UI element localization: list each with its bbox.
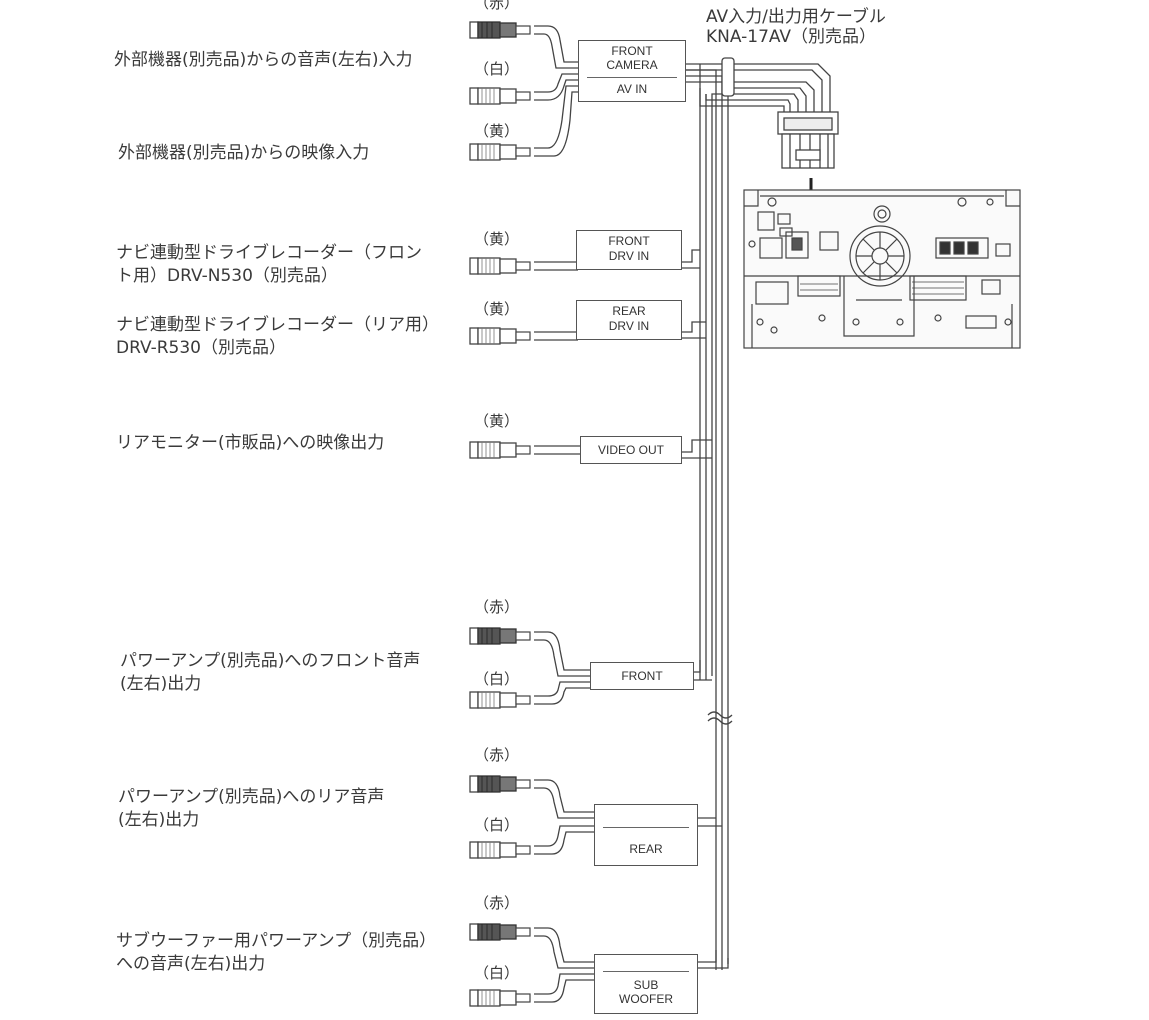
color-label-yellow: （黄） [474, 230, 520, 248]
label-drv-front: ナビ連動型ドライブレコーダー（フロン ト用）DRV-N530（別売品） [116, 242, 422, 288]
label-amp-sub-line-1: サブウーファー用パワーアンプ（別売品） [116, 931, 437, 951]
color-label-white: （白） [474, 670, 520, 688]
label-amp-rear: パワーアンプ(別売品)へのリア音声 (左右)出力 [118, 786, 384, 832]
rca-plug-icon [469, 21, 531, 1007]
label-av-video-in: 外部機器(別売品)からの映像入力 [118, 143, 370, 163]
label-amp-rear-line-1: パワーアンプ(別売品)へのリア音声 [118, 787, 385, 807]
color-label-yellow: （黄） [474, 300, 520, 318]
box-rear: REAR [594, 804, 698, 866]
label-amp-sub: サブウーファー用パワーアンプ（別売品） への音声(左右)出力 [116, 930, 436, 976]
box-front-label: FRONT [621, 669, 663, 683]
label-amp-front: パワーアンプ(別売品)へのフロント音声 (左右)出力 [120, 650, 420, 696]
box-front-camera-av-in: FRONT CAMERA AV IN [578, 40, 686, 102]
box-divider [587, 77, 677, 78]
box-video-out-label: VIDEO OUT [597, 443, 664, 457]
cable-title-line-1: AV入力/出力用ケーブル [706, 7, 886, 27]
color-label-red: （赤） [474, 0, 520, 12]
label-drv-rear-line-1: ナビ連動型ドライブレコーダー（リア用） [116, 315, 439, 335]
label-drv-front-line-1: ナビ連動型ドライブレコーダー（フロン [116, 243, 422, 263]
box-drv-in-rear-line-2: DRV IN [608, 319, 650, 333]
label-drv-rear: ナビ連動型ドライブレコーダー（リア用） DRV-R530（別売品） [116, 314, 439, 360]
box-sub-woofer-line-2: WOOFER [619, 992, 673, 1006]
label-amp-rear-line-2: (左右)出力 [118, 810, 200, 830]
box-drv-in-rear: REAR DRV IN [576, 300, 682, 340]
box-front-camera-line-2: CAMERA [606, 58, 658, 72]
head-unit-rear-icon [743, 189, 1021, 349]
box-sub-woofer: SUB WOOFER [594, 954, 698, 1014]
color-label-white: （白） [474, 60, 520, 78]
color-label-red: （赤） [474, 598, 520, 616]
box-sub-woofer-line-1: SUB [633, 978, 659, 992]
label-amp-sub-line-2: への音声(左右)出力 [116, 954, 266, 974]
box-front-camera-line-1: FRONT [611, 44, 653, 58]
color-label-red: （赤） [474, 746, 520, 764]
color-label-red: （赤） [474, 894, 520, 912]
label-drv-rear-line-2: DRV-R530（別売品） [116, 338, 286, 358]
box-rear-label: REAR [629, 842, 663, 856]
box-video-out: VIDEO OUT [580, 436, 682, 464]
box-divider [603, 827, 689, 828]
box-drv-in-front-line-2: DRV IN [608, 249, 650, 263]
label-amp-front-line-1: パワーアンプ(別売品)へのフロント音声 [120, 651, 421, 671]
box-drv-in-front-line-1: FRONT [608, 234, 650, 248]
box-drv-in-front: FRONT DRV IN [576, 230, 682, 270]
cable-title-line-2: KNA-17AV（別売品） [706, 27, 877, 47]
label-amp-front-line-2: (左右)出力 [120, 674, 202, 694]
color-label-yellow: （黄） [474, 122, 520, 140]
box-drv-in-rear-line-1: REAR [612, 304, 646, 318]
box-divider [603, 971, 689, 972]
color-label-white: （白） [474, 816, 520, 834]
box-front: FRONT [590, 662, 694, 690]
color-label-white: （白） [474, 964, 520, 982]
box-av-in: AV IN [616, 82, 648, 96]
label-av-audio-in: 外部機器(別売品)からの音声(左右)入力 [114, 50, 413, 70]
multi-pin-connector-icon [777, 111, 839, 169]
label-rear-monitor: リアモニター(市販品)への映像出力 [116, 433, 385, 453]
label-drv-front-line-2: ト用）DRV-N530（別売品） [116, 266, 338, 286]
cable-bundle [686, 57, 831, 970]
color-label-yellow: （黄） [474, 412, 520, 430]
